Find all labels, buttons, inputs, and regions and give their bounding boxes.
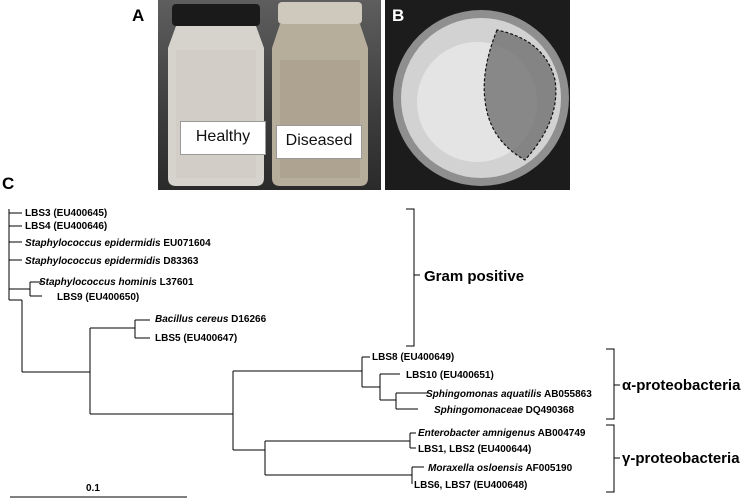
- taxon-label: LBS9 (EU400650): [57, 292, 139, 303]
- taxon-label: LBS5 (EU400647): [155, 333, 237, 344]
- taxon-label: Sphingomonas aquatilis AB055863: [426, 389, 592, 400]
- taxon-label: Enterobacter amnigenus AB004749: [418, 428, 586, 439]
- taxon-label: Staphylococcus hominis L37601: [39, 277, 194, 288]
- taxon-label: LBS4 (EU400646): [25, 221, 107, 232]
- healthy-label: Healthy: [180, 121, 266, 155]
- group-label-alpha-proteobacteria: α-proteobacteria: [622, 377, 741, 394]
- panel-label-c: C: [2, 174, 15, 193]
- panel-label-a: A: [132, 6, 145, 25]
- panel-label-b: B: [392, 6, 405, 25]
- taxon-label: Sphingomonaceae DQ490368: [434, 405, 574, 416]
- plate-photo: B: [385, 0, 570, 190]
- scale-bar-label: 0.1: [86, 483, 100, 494]
- taxon-label: LBS6, LBS7 (EU400648): [414, 480, 527, 491]
- taxon-label: Moraxella osloensis AF005190: [428, 463, 573, 474]
- taxon-label: LBS8 (EU400649): [372, 352, 454, 363]
- taxon-label: LBS10 (EU400651): [406, 370, 494, 381]
- jars-photo: Healthy Diseased: [158, 0, 381, 190]
- group-label-gamma-proteobacteria: γ-proteobacteria: [622, 450, 740, 467]
- taxon-label: Staphylococcus epidermidis EU071604: [25, 238, 211, 249]
- plate-illustration: [393, 10, 569, 186]
- taxon-label: Staphylococcus epidermidis D83363: [25, 256, 199, 267]
- diseased-label: Diseased: [276, 125, 362, 159]
- tree-branches: [8, 208, 620, 498]
- group-label-gram-positive: Gram positive: [424, 268, 524, 285]
- taxon-label: LBS3 (EU400645): [25, 208, 107, 219]
- taxon-label: Bacillus cereus D16266: [155, 314, 267, 325]
- taxon-labels: LBS3 (EU400645) LBS4 (EU400646) Staphylo…: [25, 208, 592, 491]
- taxon-label: LBS1, LBS2 (EU400644): [418, 444, 531, 455]
